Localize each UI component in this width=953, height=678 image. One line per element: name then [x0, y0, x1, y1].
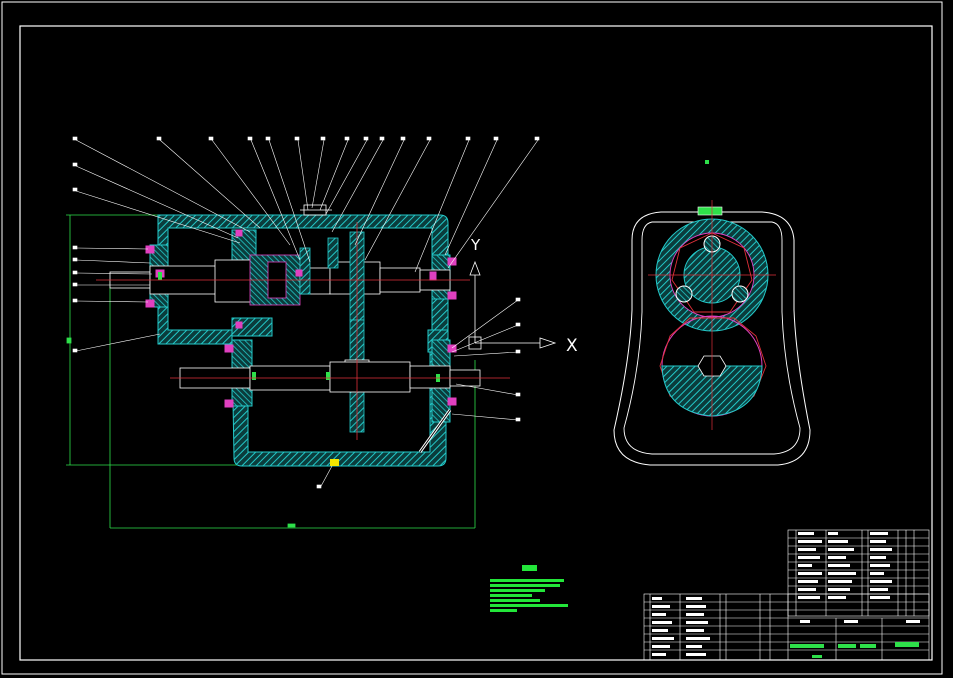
side-casing-inner [623, 221, 801, 455]
bearings [145, 229, 457, 408]
centerlines [96, 222, 510, 440]
title-block [643, 529, 930, 661]
callout-leaders [72, 136, 540, 489]
breather-vent [300, 204, 332, 216]
side-casing-outer [613, 211, 811, 466]
drain-plug [330, 459, 339, 466]
technical-notes [490, 565, 568, 612]
title-block-accents [790, 642, 919, 658]
ucs-axis-indicator [468, 260, 557, 350]
section-view [66, 136, 557, 529]
axis-y-label: Y [470, 236, 481, 254]
axis-x-label: X [566, 336, 578, 356]
title-block-text [652, 532, 920, 656]
side-view [613, 160, 811, 466]
